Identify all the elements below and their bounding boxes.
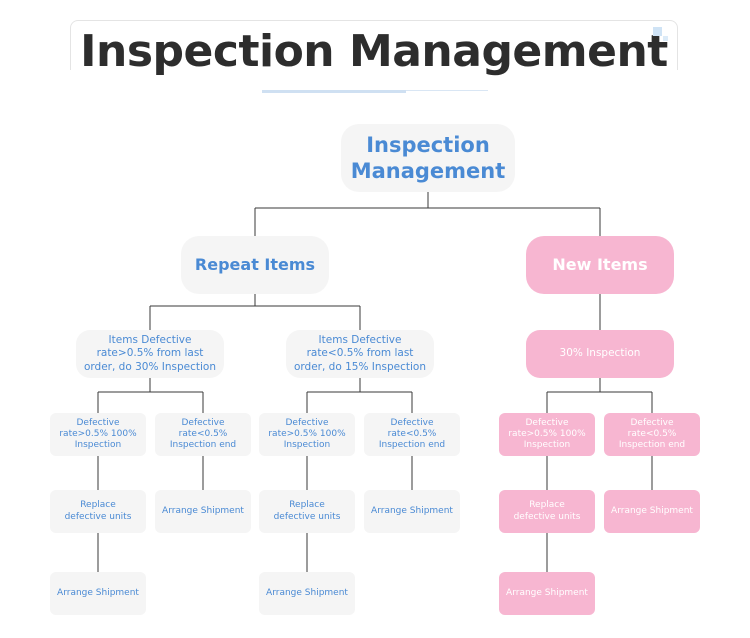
repeat-low-above-node: Defective rate>0.5% 100% Inspection <box>259 413 355 456</box>
new-below-node: Defective rate<0.5% Inspection end <box>604 413 700 456</box>
connector-new-split <box>546 378 653 413</box>
repeat-items-node: Repeat Items <box>181 236 329 294</box>
repeat-high-below-node: Defective rate<0.5% Inspection end <box>155 413 251 456</box>
corner-decoration-small <box>663 36 668 41</box>
title-frame <box>70 20 678 70</box>
title-underline-accent <box>262 90 406 93</box>
root-node: Inspection Management <box>341 124 515 192</box>
connector-repeat <box>149 294 361 330</box>
repeat-low-replace-node: Replace defective units <box>259 490 355 533</box>
new-replace-node: Replace defective units <box>499 490 595 533</box>
repeat-high-shipment-left-node: Arrange Shipment <box>50 572 146 615</box>
repeat-high-above-node: Defective rate>0.5% 100% Inspection <box>50 413 146 456</box>
repeat-high-shipment-right-node: Arrange Shipment <box>155 490 251 533</box>
new-shipment-right-node: Arrange Shipment <box>604 490 700 533</box>
new-inspection-node: 30% Inspection <box>526 330 674 378</box>
repeat-low-shipment-left-node: Arrange Shipment <box>259 572 355 615</box>
repeat-high-condition-node: Items Defective rate>0.5% from last orde… <box>76 330 224 378</box>
repeat-high-replace-node: Replace defective units <box>50 490 146 533</box>
new-items-node: New Items <box>526 236 674 294</box>
new-shipment-left-node: Arrange Shipment <box>499 572 595 615</box>
repeat-low-shipment-right-node: Arrange Shipment <box>364 490 460 533</box>
connector-root <box>254 192 601 236</box>
repeat-low-condition-node: Items Defective rate<0.5% from last orde… <box>286 330 434 378</box>
corner-decoration <box>653 27 662 36</box>
connector-high <box>97 378 204 413</box>
connector-low <box>306 378 413 413</box>
repeat-low-below-node: Defective rate<0.5% Inspection end <box>364 413 460 456</box>
new-above-node: Defective rate>0.5% 100% Inspection <box>499 413 595 456</box>
page-title: Inspection Management <box>80 26 668 77</box>
